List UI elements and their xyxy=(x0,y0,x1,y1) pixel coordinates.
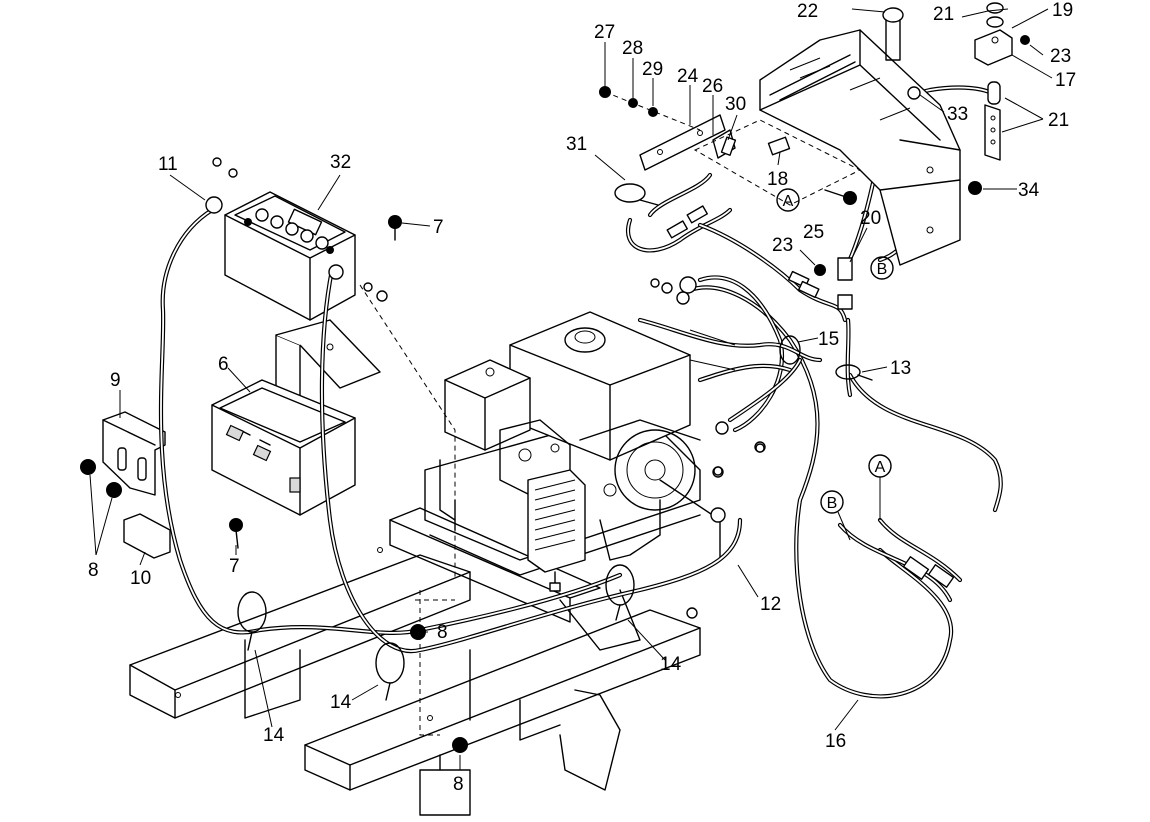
callout-9: 9 xyxy=(110,370,121,391)
callout-18: 18 xyxy=(767,169,788,190)
callout-labels: 22 21 19 23 17 21 33 27 28 29 24 26 30 3… xyxy=(88,0,1076,795)
callout-32: 32 xyxy=(330,152,351,173)
callout-7: 7 xyxy=(229,556,240,577)
callout-20: 20 xyxy=(860,208,881,229)
callout-21: 21 xyxy=(1048,110,1069,131)
engine xyxy=(439,311,701,592)
callout-31: 31 xyxy=(566,134,587,155)
callout-15: 15 xyxy=(818,329,839,350)
connector-mark-b-top: B xyxy=(877,261,888,278)
callout-29: 29 xyxy=(642,59,663,80)
wire-harness xyxy=(237,57,1003,701)
callout-10: 10 xyxy=(130,568,151,589)
leader-lines xyxy=(89,8,1053,770)
callout-27: 27 xyxy=(594,22,615,43)
callout-34: 34 xyxy=(1018,180,1040,201)
callout-14: 14 xyxy=(330,692,352,713)
callout-16: 16 xyxy=(825,731,846,752)
callout-12: 12 xyxy=(760,594,781,615)
callout-8: 8 xyxy=(88,560,99,581)
control-console xyxy=(599,2,1030,310)
callout-23: 23 xyxy=(1050,46,1071,67)
battery xyxy=(224,191,356,321)
callout-13: 13 xyxy=(890,358,911,379)
connector-marks: A B A B xyxy=(776,188,894,541)
callout-8: 8 xyxy=(437,622,448,643)
connector-mark-b-bottom: B xyxy=(827,495,838,512)
callout-25: 25 xyxy=(803,222,824,243)
callout-7: 7 xyxy=(433,217,444,238)
battery-tray xyxy=(211,379,356,516)
hardware xyxy=(80,157,765,753)
callout-22: 22 xyxy=(797,1,818,22)
callout-23: 23 xyxy=(772,235,793,256)
callout-19: 19 xyxy=(1052,0,1073,21)
battery-bracket xyxy=(102,411,171,559)
callout-30: 30 xyxy=(725,94,746,115)
callout-21: 21 xyxy=(933,4,954,25)
callout-11: 11 xyxy=(158,154,178,175)
connector-mark-a-top: A xyxy=(783,193,794,210)
battery-cables xyxy=(158,196,743,654)
callout-17: 17 xyxy=(1055,70,1076,91)
callout-24: 24 xyxy=(677,66,699,87)
callout-6: 6 xyxy=(218,354,229,375)
callout-8: 8 xyxy=(453,774,464,795)
callout-14: 14 xyxy=(660,654,682,675)
callout-26: 26 xyxy=(702,76,723,97)
callout-28: 28 xyxy=(622,38,643,59)
callout-14: 14 xyxy=(263,725,285,746)
callout-33: 33 xyxy=(947,104,968,125)
connector-mark-a-bottom: A xyxy=(875,459,886,476)
